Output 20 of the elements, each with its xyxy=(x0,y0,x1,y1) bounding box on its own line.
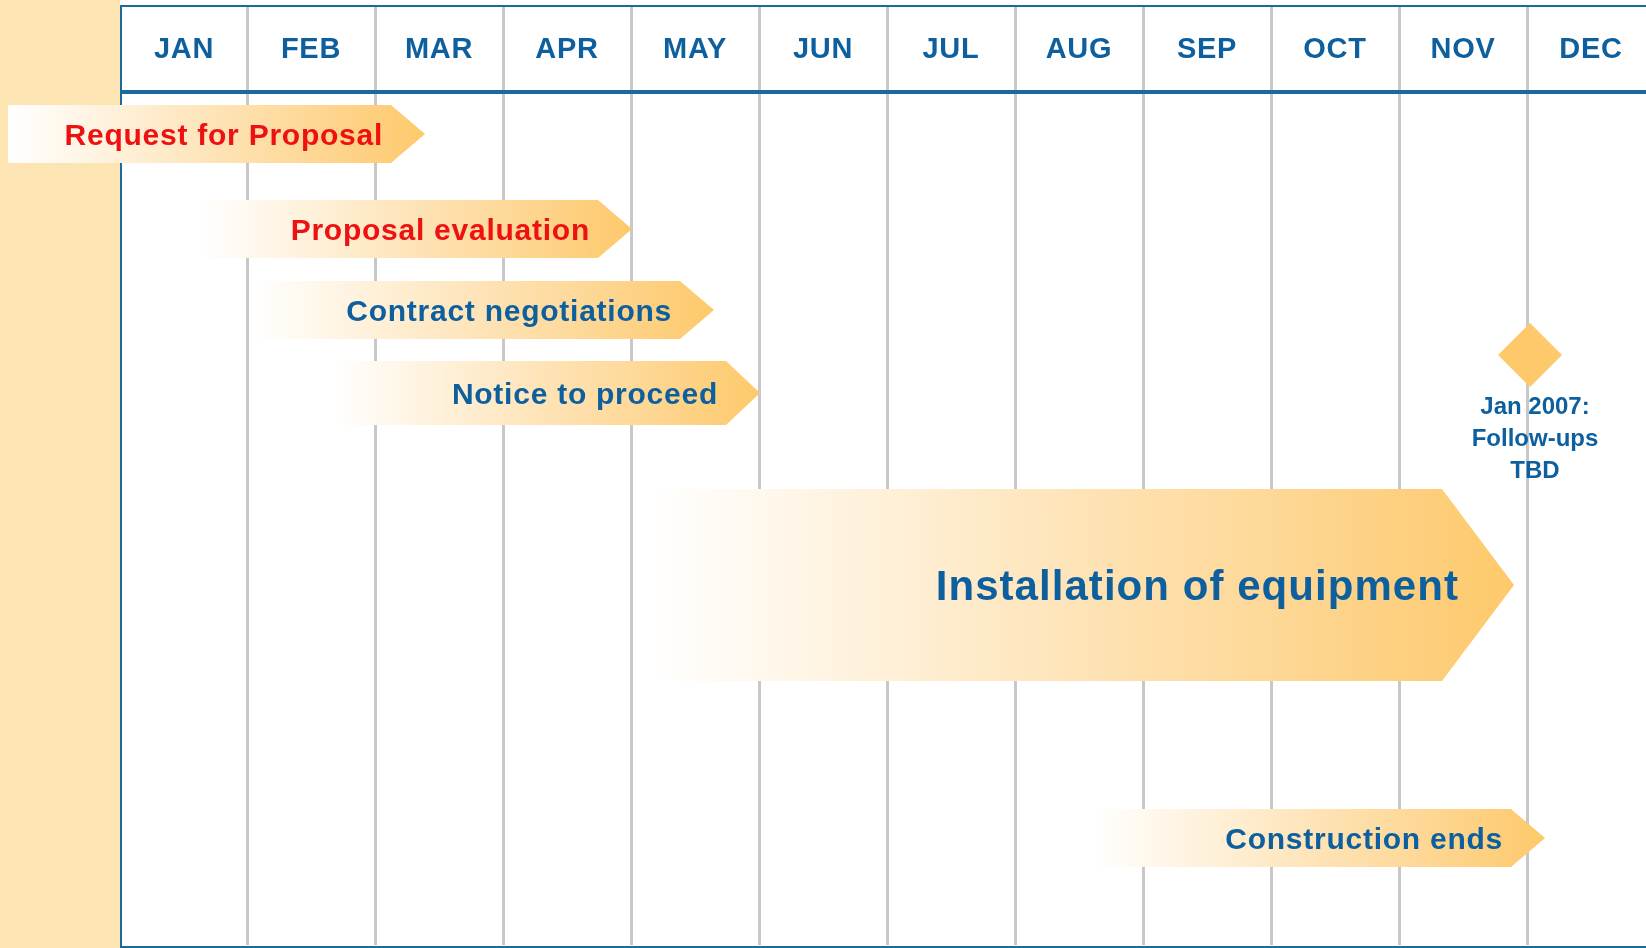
month-label: DEC xyxy=(1559,30,1623,66)
task-label: Construction ends xyxy=(1225,820,1503,857)
month-label: NOV xyxy=(1430,30,1496,66)
task-label: Notice to proceed xyxy=(451,375,718,412)
month-label: JUL xyxy=(922,30,980,66)
month-label: JUN xyxy=(792,30,854,66)
task-label: Request for Proposal xyxy=(64,116,383,153)
month-label: OCT xyxy=(1303,30,1367,66)
milestone-label: Jan 2007: Follow-ups TBD xyxy=(1470,391,1600,485)
task-arrow-bar xyxy=(8,105,425,163)
month-label: SEP xyxy=(1176,30,1238,66)
month-label: APR xyxy=(535,30,599,66)
month-label: AUG xyxy=(1045,30,1113,66)
month-label: MAY xyxy=(663,30,727,66)
month-label: FEB xyxy=(280,30,342,66)
month-label: JAN xyxy=(153,30,215,66)
month-label: MAR xyxy=(404,30,474,66)
task-label: Installation of equipment xyxy=(935,560,1459,611)
task-label: Contract negotiations xyxy=(346,292,672,329)
task-label: Proposal evaluation xyxy=(290,211,590,248)
